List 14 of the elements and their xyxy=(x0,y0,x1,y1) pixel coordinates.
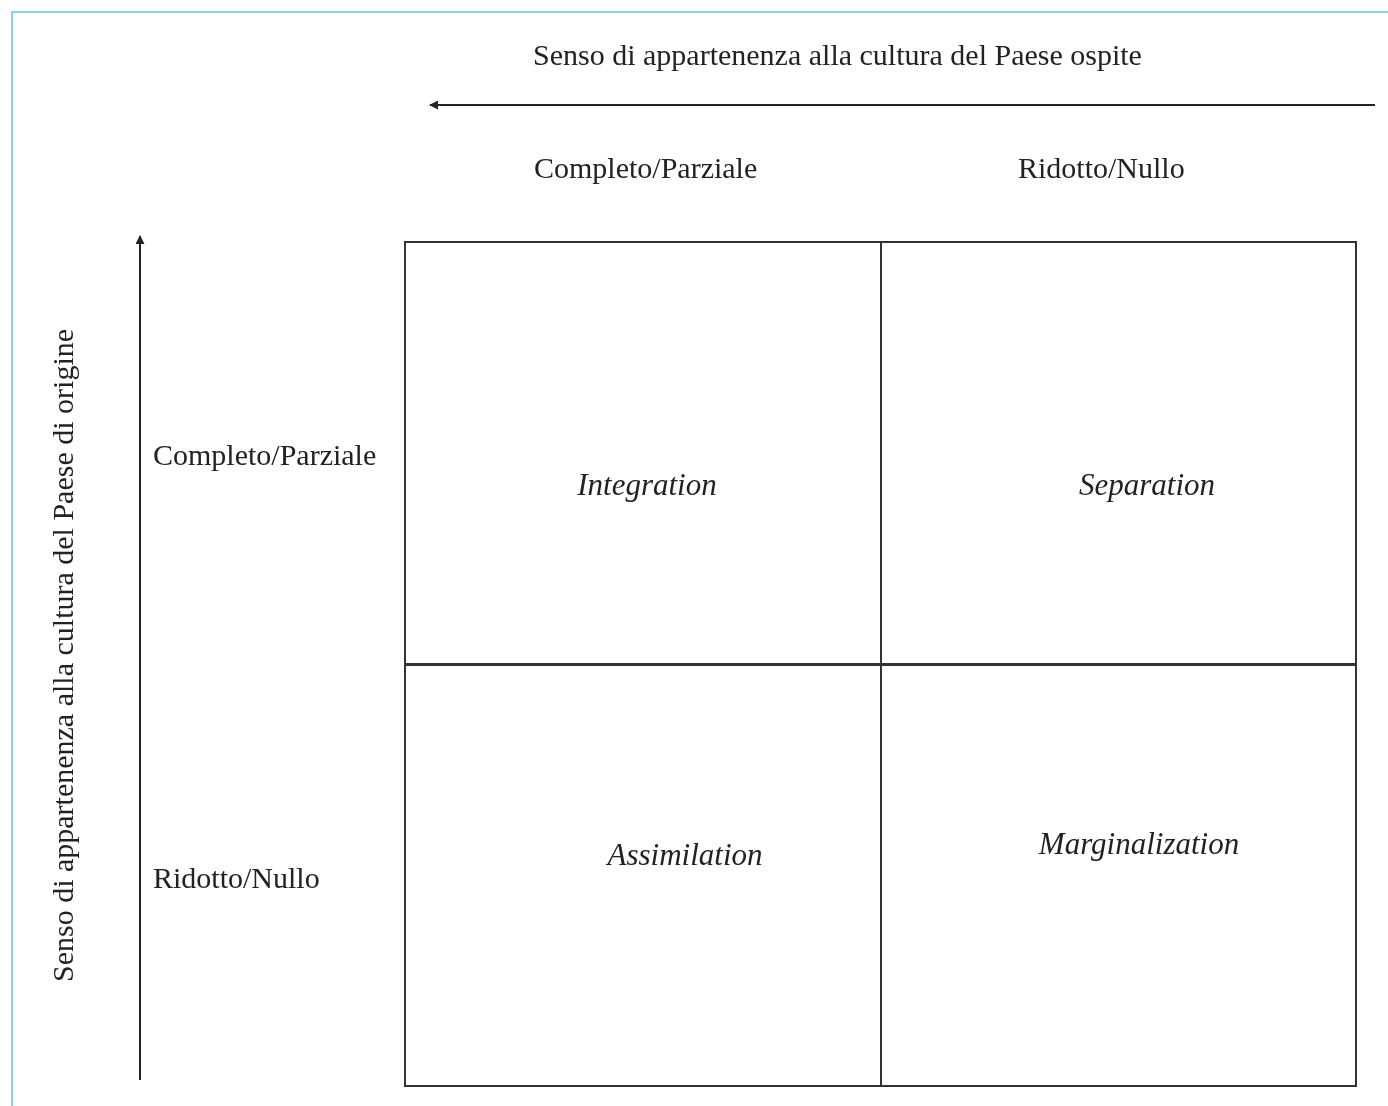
matrix-cell xyxy=(880,663,1357,1087)
matrix-cell xyxy=(404,241,882,666)
quadrant-label: Integration xyxy=(577,467,717,503)
column-header: Ridotto/Nullo xyxy=(1018,151,1185,184)
quadrant-label: Assimilation xyxy=(607,837,763,873)
axis-title: Senso di appartenenza alla cultura del Paese di origine xyxy=(45,328,79,982)
matrix-cell xyxy=(880,241,1357,666)
quadrant-label: Marginalization xyxy=(1038,826,1240,862)
quadrant-label: Separation xyxy=(1078,467,1216,503)
matrix-cell xyxy=(404,663,882,1087)
row-header: Completo/Parziale xyxy=(153,438,377,471)
axis-title: Senso di appartenenza alla cultura del Paese ospite xyxy=(533,38,1142,71)
column-header: Completo/Parziale xyxy=(534,151,758,184)
row-header: Ridotto/Nullo xyxy=(153,861,320,894)
